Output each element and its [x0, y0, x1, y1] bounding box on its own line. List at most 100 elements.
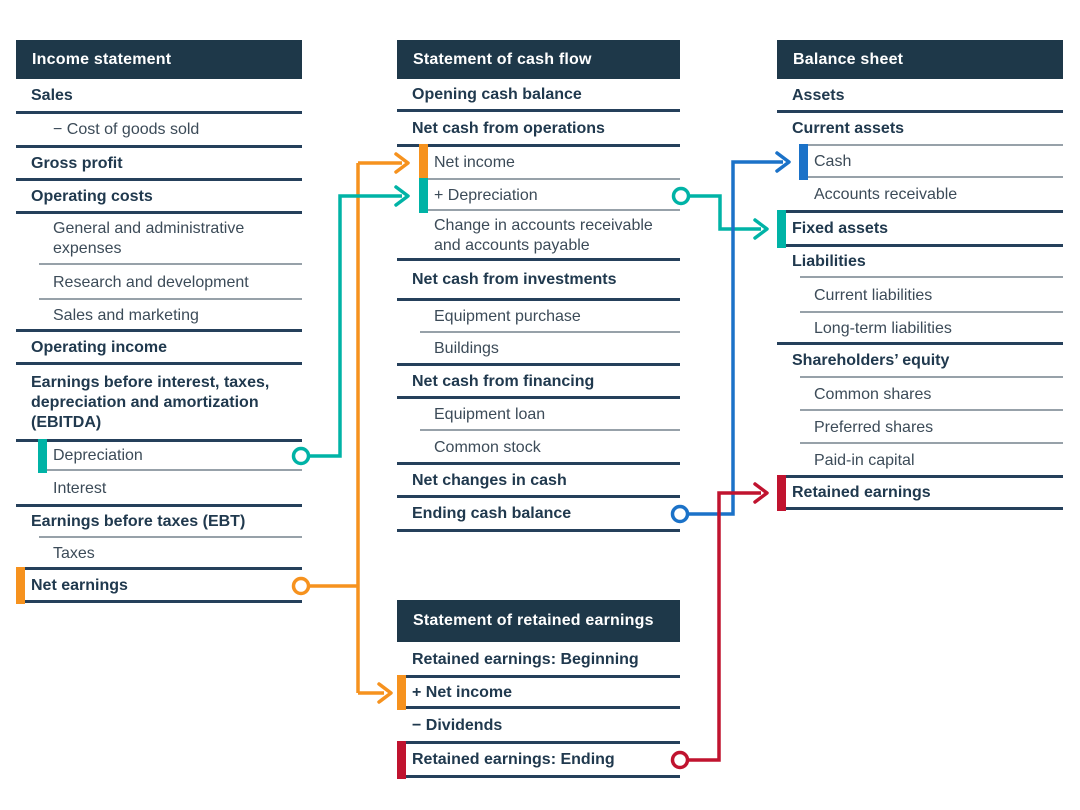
row-income-interest: Interest	[16, 471, 302, 507]
fixed-assets-connector-line	[689, 194, 761, 231]
orange-highlight-bar	[16, 567, 25, 604]
row-label: Fixed assets	[792, 220, 889, 237]
dark-rule	[16, 211, 302, 214]
dark-rule	[777, 110, 1063, 113]
row-income-earnings-before-taxes-ebt: Earnings before taxes (EBT)	[16, 506, 302, 538]
dark-rule	[777, 475, 1063, 478]
dark-rule	[16, 600, 302, 603]
row-income-depreciation: Depreciation	[16, 439, 302, 473]
dark-rule	[397, 775, 680, 778]
row-balance-retained-earnings: Retained earnings	[777, 475, 1063, 511]
row-label: Cash	[814, 153, 852, 170]
row-label: Operating income	[31, 338, 168, 356]
row-cashflow-net-cash-from-financing: Net cash from financing	[397, 365, 680, 399]
row-label: Current liabilities	[814, 286, 933, 304]
dark-rule	[397, 298, 680, 301]
row-label: Liabilities	[792, 253, 866, 270]
row-cashflow-depreciation: + Depreciation	[397, 178, 680, 213]
gray-rule	[800, 144, 1063, 146]
row-label: Paid-in capital	[814, 451, 915, 469]
row-cashflow-net-changes-in-cash: Net changes in cash	[397, 464, 680, 498]
row-label: Net cash from operations	[412, 119, 605, 137]
row-balance-paid-in-capital: Paid-in capital	[777, 444, 1063, 478]
row-balance-accounts-receivable: Accounts receivable	[777, 178, 1063, 213]
row-label: Equipment loan	[434, 405, 546, 423]
retained-earnings-arrowhead-icon	[753, 482, 769, 504]
row-label: Current assets	[792, 120, 905, 137]
row-balance-current-liabilities: Current liabilities	[777, 278, 1063, 313]
row-balance-current-assets: Current assets	[777, 112, 1063, 146]
row-label: Sales and marketing	[53, 306, 199, 324]
row-balance-cash: Cash	[777, 144, 1063, 180]
row-label: Net cash from financing	[412, 372, 595, 390]
dark-rule	[397, 462, 680, 465]
row-label: Ending cash balance	[412, 505, 572, 522]
row-balance-shareholders-equity: Shareholders’ equity	[777, 344, 1063, 378]
row-label: Taxes	[53, 544, 95, 562]
row-cashflow-ending-cash-balance: Ending cash balance	[397, 497, 680, 532]
gray-rule	[800, 376, 1063, 378]
ending-cash-to-cash-connector	[670, 151, 791, 524]
net-earnings-connector-line	[308, 161, 402, 695]
gray-rule	[420, 178, 680, 180]
crimson-highlight-bar	[777, 475, 786, 511]
row-label: Interest	[53, 479, 107, 497]
orange-highlight-bar	[419, 144, 428, 182]
row-cashflow-common-stock: Common stock	[397, 431, 680, 465]
dark-rule	[16, 178, 302, 181]
dark-rule	[16, 567, 302, 570]
teal-highlight-bar	[38, 439, 47, 473]
dark-rule	[397, 741, 680, 744]
dark-rule	[777, 507, 1063, 510]
row-balance-assets: Assets	[777, 79, 1063, 113]
row-income-sales: Sales	[16, 79, 302, 114]
crimson-highlight-bar	[397, 741, 406, 779]
row-income-operating-income: Operating income	[16, 331, 302, 365]
row-label: General and administrative expenses	[53, 220, 245, 257]
gray-rule	[39, 298, 302, 300]
row-label: Gross profit	[31, 154, 123, 172]
gray-rule	[420, 209, 680, 211]
row-label: + Depreciation	[434, 186, 538, 204]
dark-rule	[397, 675, 680, 678]
gray-rule	[420, 331, 680, 333]
gray-rule	[800, 276, 1063, 278]
row-balance-common-shares: Common shares	[777, 378, 1063, 411]
income-statement-panel: Income statement Sales− Cost of goods so…	[16, 40, 302, 604]
depreciation-to-fixed-assets-connector	[671, 186, 769, 240]
row-label: Retained earnings: Beginning	[412, 650, 639, 668]
row-income-sales-and-marketing: Sales and marketing	[16, 300, 302, 332]
row-cashflow-equipment-purchase: Equipment purchase	[397, 300, 680, 333]
row-income-net-earnings: Net earnings	[16, 567, 302, 604]
row-income-research-and-development: Research and development	[16, 265, 302, 300]
gray-rule	[800, 442, 1063, 444]
row-label: Retained earnings	[792, 484, 931, 501]
income-statement-header: Income statement	[16, 40, 302, 79]
cash-flow-statement-header: Statement of cash flow	[397, 40, 680, 79]
row-label: − Dividends	[412, 716, 503, 734]
dark-rule	[777, 210, 1063, 213]
dark-rule	[397, 706, 680, 709]
gray-rule	[800, 311, 1063, 313]
gray-rule	[420, 429, 680, 431]
row-income-earnings-before-interest-taxes-depreciation-and-amortization-ebitda: Earnings before interest, taxes, depreci…	[16, 364, 302, 442]
row-retained-retained-earnings-beginning: Retained earnings: Beginning	[397, 642, 680, 678]
dark-rule	[397, 144, 680, 147]
balance-sheet-header: Balance sheet	[777, 40, 1063, 79]
cash-connector-line	[688, 160, 783, 516]
row-label: Change in accounts receivable and accoun…	[434, 216, 653, 254]
row-label: Buildings	[434, 340, 499, 357]
row-cashflow-change-in-accounts-receivable-and-accounts-payable: Change in accounts receivable and accoun…	[397, 211, 680, 261]
row-label: Opening cash balance	[412, 86, 582, 103]
row-cashflow-net-cash-from-operations: Net cash from operations	[397, 111, 680, 147]
gray-rule	[800, 409, 1063, 411]
dark-rule	[397, 529, 680, 532]
retained-earnings-connector-line	[688, 491, 761, 762]
row-label: Sales	[31, 87, 73, 104]
row-label: Net changes in cash	[412, 471, 567, 489]
fixed-assets-arrowhead-icon	[753, 218, 769, 240]
row-balance-liabilities: Liabilities	[777, 246, 1063, 278]
row-label: Shareholders’ equity	[792, 352, 950, 369]
row-balance-fixed-assets: Fixed assets	[777, 210, 1063, 248]
